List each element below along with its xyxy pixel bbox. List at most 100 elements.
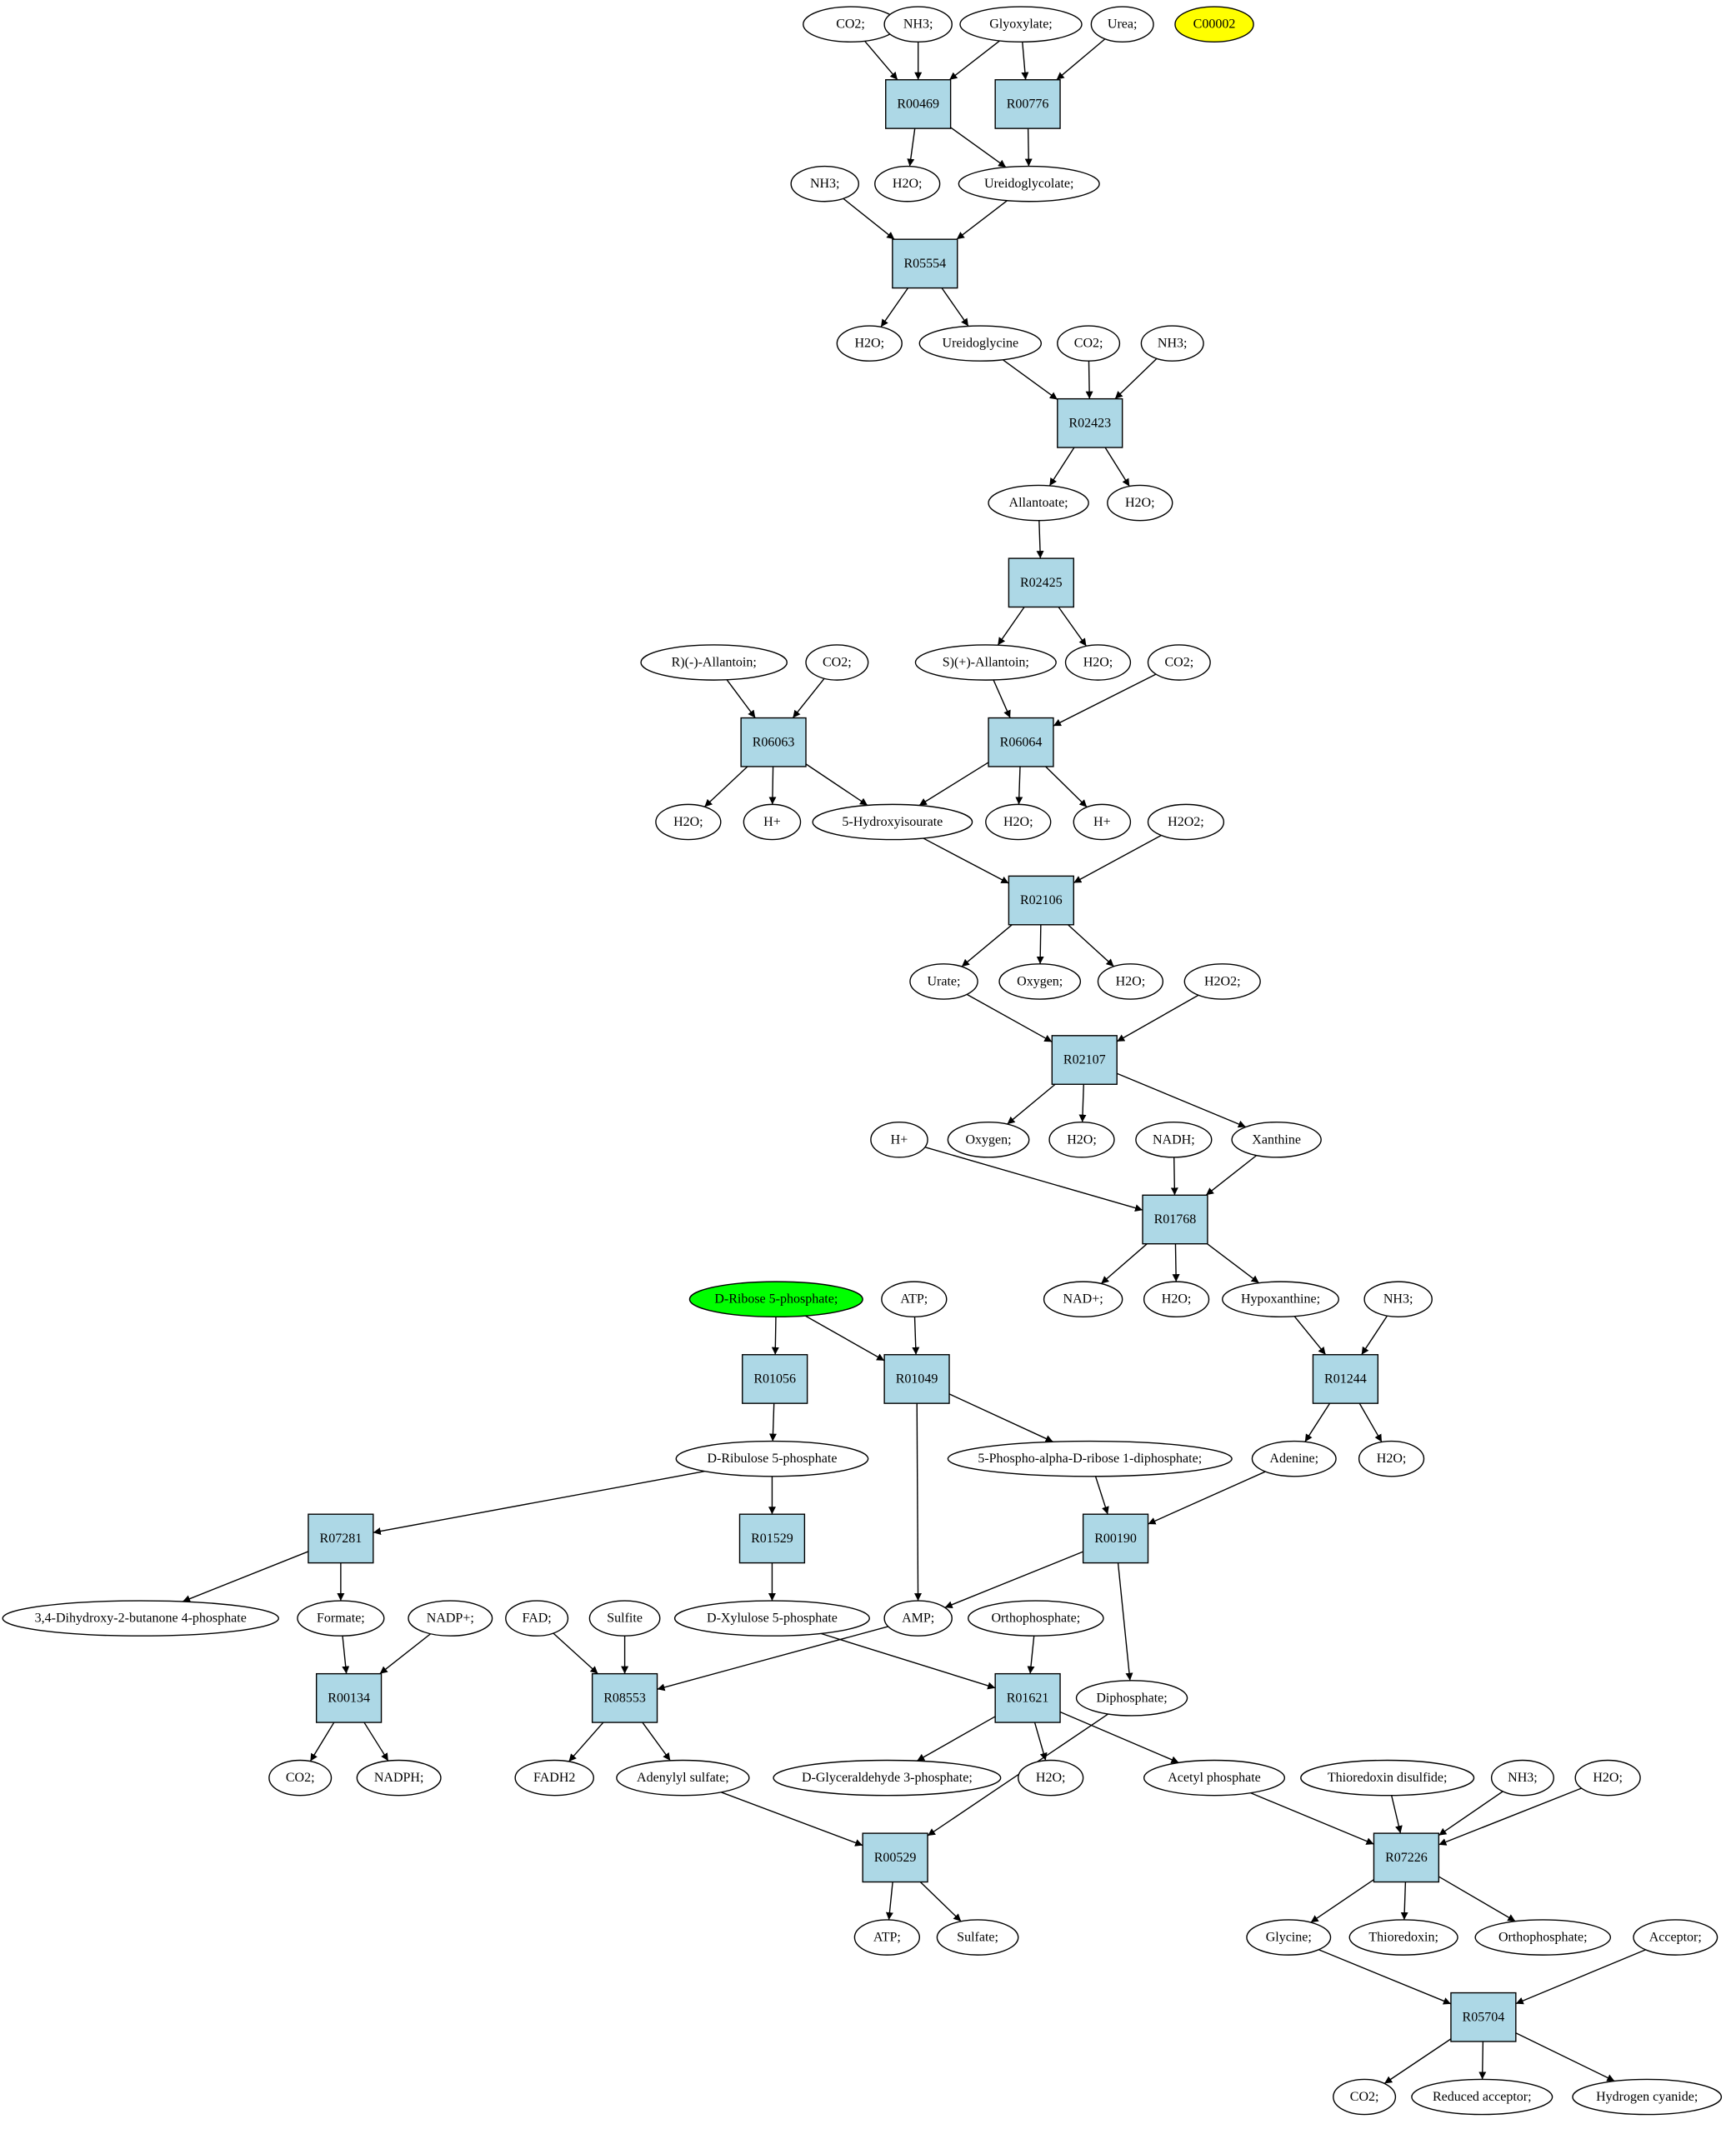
compound-node[interactable]: Sulfate; — [936, 1919, 1019, 1956]
reaction-node[interactable]: R05554 — [892, 238, 958, 289]
compound-node[interactable]: NH3; — [883, 6, 953, 42]
compound-node[interactable]: Thioredoxin disulfide; — [1300, 1759, 1475, 1797]
compound-node[interactable]: Glycine; — [1246, 1919, 1332, 1956]
compound-node[interactable]: NADP+; — [408, 1600, 493, 1637]
compound-node[interactable]: H2O; — [1107, 484, 1173, 522]
reaction-node[interactable]: R05704 — [1450, 1992, 1517, 2042]
edge-R00134-to-co2_5 — [309, 1722, 335, 1762]
compound-node[interactable]: D-Glyceraldehyde 3-phosphate; — [773, 1759, 1002, 1797]
reaction-node[interactable]: R00776 — [994, 79, 1061, 129]
compound-node[interactable]: Ureidoglycolate; — [958, 165, 1100, 202]
compound-node[interactable]: CO2; — [1057, 325, 1121, 362]
compound-node[interactable]: ATP; — [853, 1919, 921, 1956]
compound-node[interactable]: H2O; — [836, 325, 903, 362]
compound-node[interactable]: NH3; — [1363, 1281, 1433, 1318]
compound-node[interactable]: H2O; — [985, 803, 1052, 841]
compound-node[interactable]: NH3; — [1140, 325, 1204, 362]
reaction-node[interactable]: R02106 — [1008, 875, 1074, 926]
compound-node[interactable]: Thioredoxin; — [1348, 1919, 1458, 1956]
compound-ellipse — [1135, 1121, 1213, 1158]
compound-node[interactable]: H+ — [870, 1121, 928, 1158]
compound-node[interactable]: H2O; — [1018, 1759, 1084, 1797]
compound-node[interactable]: C00002 — [1174, 6, 1254, 42]
compound-node[interactable]: Allantoate; — [988, 484, 1089, 522]
compound-node[interactable]: H2O; — [1048, 1121, 1115, 1158]
compound-node[interactable]: 3,4-Dihydroxy-2-butanone 4-phosphate — [2, 1600, 279, 1637]
compound-node[interactable]: CO2; — [268, 1759, 333, 1797]
compound-node[interactable]: H2O; — [874, 165, 941, 202]
compound-node[interactable]: Diphosphate; — [1075, 1680, 1188, 1717]
compound-node[interactable]: 5-Phospho-alpha-D-ribose 1-diphosphate; — [947, 1440, 1233, 1477]
compound-node[interactable]: D-Ribulose 5-phosphate — [675, 1440, 869, 1477]
reaction-node[interactable]: R02425 — [1008, 557, 1074, 608]
compound-node[interactable]: Urea; — [1090, 6, 1154, 42]
compound-node[interactable]: H2O; — [1143, 1281, 1210, 1318]
compound-node[interactable]: NH3; — [790, 165, 859, 202]
reaction-box — [988, 717, 1054, 767]
compound-node[interactable]: AMP; — [883, 1600, 953, 1637]
compound-node[interactable]: Reduced acceptor; — [1411, 2078, 1553, 2116]
compound-node[interactable]: S)(+)-Allantoin; — [914, 644, 1057, 681]
reaction-node[interactable]: R01529 — [738, 1513, 806, 1564]
compound-node[interactable]: H2O; — [1064, 644, 1132, 681]
reaction-node[interactable]: R07226 — [1373, 1832, 1440, 1883]
compound-node[interactable]: H2O2; — [1147, 803, 1225, 841]
compound-node[interactable]: Acceptor; — [1633, 1919, 1718, 1956]
reaction-node[interactable]: R00190 — [1082, 1513, 1149, 1564]
compound-node[interactable]: Glyoxylate; — [959, 6, 1083, 42]
compound-node[interactable]: FADH2 — [514, 1759, 594, 1797]
reaction-label: R08553 — [603, 1691, 646, 1705]
reaction-node[interactable]: R07281 — [308, 1513, 374, 1564]
compound-node[interactable]: CO2; — [803, 6, 899, 42]
compound-node[interactable]: H2O; — [1097, 963, 1164, 1000]
compound-node[interactable]: R)(-)-Allantoin; — [640, 644, 788, 681]
compound-node[interactable]: Formate; — [297, 1600, 385, 1637]
reaction-node[interactable]: R00529 — [862, 1832, 928, 1883]
compound-node[interactable]: Orthophosphate; — [1474, 1919, 1612, 1956]
compound-node[interactable]: CO2; — [1147, 644, 1211, 681]
reaction-node[interactable]: R08553 — [591, 1672, 658, 1723]
compound-node[interactable]: H2O; — [655, 803, 722, 841]
compound-node[interactable]: D-Xylulose 5-phosphate — [673, 1600, 870, 1637]
reaction-node[interactable]: R01621 — [994, 1672, 1061, 1723]
compound-node[interactable]: Hydrogen cyanide; — [1572, 2078, 1723, 2116]
edge-acetylphosphate-to-R07226 — [1250, 1792, 1374, 1845]
reaction-node[interactable]: R01768 — [1142, 1194, 1208, 1245]
compound-node[interactable]: FAD; — [505, 1600, 569, 1637]
reaction-node[interactable]: R06063 — [740, 717, 807, 767]
compound-node[interactable]: Sulfite — [588, 1600, 661, 1637]
reaction-node[interactable]: R06064 — [988, 717, 1054, 767]
reaction-node[interactable]: R01049 — [883, 1354, 950, 1404]
reaction-node[interactable]: R01244 — [1312, 1354, 1379, 1404]
compound-node[interactable]: 5-Hydroxyisourate — [812, 803, 973, 841]
compound-node[interactable]: Oxygen; — [998, 963, 1082, 1000]
compound-node[interactable]: NH3; — [1490, 1759, 1554, 1797]
reaction-node[interactable]: R01056 — [742, 1354, 808, 1404]
compound-node[interactable]: Hypoxanthine; — [1222, 1281, 1339, 1318]
edge-R02107-to-xanthine — [1116, 1072, 1247, 1128]
compound-node[interactable]: NADPH; — [356, 1759, 442, 1797]
compound-node[interactable]: Ureidoglycine — [918, 325, 1043, 362]
compound-node[interactable]: Acetyl phosphate — [1143, 1759, 1286, 1797]
reaction-node[interactable]: R02423 — [1057, 397, 1123, 448]
compound-node[interactable]: CO2; — [805, 644, 869, 681]
compound-node[interactable]: CO2; — [1333, 2078, 1397, 2116]
compound-node[interactable]: H2O; — [1358, 1440, 1425, 1477]
compound-node[interactable]: Orthophosphate; — [968, 1600, 1104, 1637]
compound-node[interactable]: H+ — [1073, 803, 1132, 841]
compound-node[interactable]: D-Ribose 5-phosphate; — [688, 1281, 863, 1318]
compound-node[interactable]: Oxygen; — [947, 1121, 1030, 1158]
reaction-node[interactable]: R02107 — [1051, 1035, 1118, 1085]
reaction-node[interactable]: R00134 — [315, 1672, 383, 1723]
reaction-node[interactable]: R00469 — [885, 79, 952, 129]
compound-node[interactable]: ATP; — [881, 1281, 948, 1318]
compound-node[interactable]: Adenylyl sulfate; — [616, 1759, 750, 1797]
compound-node[interactable]: NADH; — [1135, 1121, 1213, 1158]
compound-node[interactable]: Adenine; — [1251, 1440, 1337, 1477]
compound-node[interactable]: NAD+; — [1043, 1281, 1123, 1318]
compound-node[interactable]: H2O2; — [1183, 963, 1261, 1000]
compound-node[interactable]: Xanthine — [1231, 1121, 1322, 1158]
compound-node[interactable]: H2O; — [1574, 1759, 1641, 1797]
compound-node[interactable]: H+ — [743, 803, 802, 841]
compound-node[interactable]: Urate; — [909, 963, 978, 1000]
